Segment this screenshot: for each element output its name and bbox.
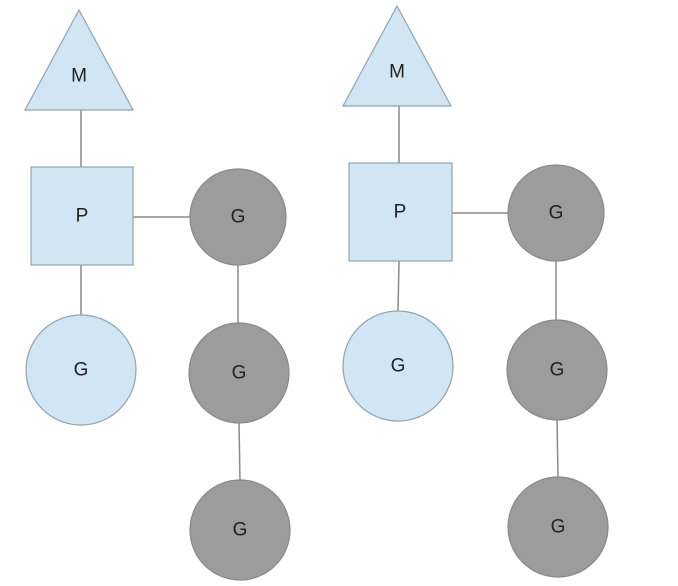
circle-shape xyxy=(342,310,454,422)
circle-shape xyxy=(189,168,287,266)
goroutine-queue: G G G xyxy=(506,164,609,578)
group-left: M P G G G G xyxy=(23,8,291,581)
machine-label: M xyxy=(71,66,87,87)
running-goroutine-node: G xyxy=(25,314,137,426)
goroutine-queue: G G G xyxy=(188,168,291,581)
queued-goroutine-node: G xyxy=(506,319,608,421)
goroutine-label: G xyxy=(74,360,89,381)
queued-goroutine-node: G xyxy=(507,164,605,262)
machine-node: M xyxy=(23,8,135,111)
goroutine-label: G xyxy=(231,207,246,228)
circle-shape xyxy=(507,164,605,262)
edge-p-to-running-g xyxy=(397,260,400,312)
queued-goroutine-node: G xyxy=(189,168,287,266)
running-goroutine-node: G xyxy=(342,310,454,422)
processor-label: P xyxy=(76,206,89,227)
group-right: M P G G G G xyxy=(341,4,609,578)
circle-shape xyxy=(189,479,291,581)
queued-goroutine-node: G xyxy=(507,476,609,578)
machine-node: M xyxy=(341,4,453,107)
square-shape xyxy=(348,162,453,262)
triangle-shape xyxy=(23,8,135,111)
queued-goroutine-node: G xyxy=(188,322,290,424)
processor-node: P xyxy=(30,166,134,266)
circle-shape xyxy=(25,314,137,426)
circle-shape xyxy=(188,322,290,424)
goroutine-label: G xyxy=(550,360,565,381)
circle-shape xyxy=(507,476,609,578)
triangle-shape xyxy=(341,4,453,107)
goroutine-label: G xyxy=(391,356,406,377)
goroutine-label: G xyxy=(232,363,247,384)
goroutine-label: G xyxy=(549,203,564,224)
edge-queue-2-3 xyxy=(556,417,559,479)
processor-node: P xyxy=(348,162,453,262)
goroutine-label: G xyxy=(551,517,566,538)
circle-shape xyxy=(506,319,608,421)
queued-goroutine-node: G xyxy=(189,479,291,581)
goroutine-label: G xyxy=(233,520,248,541)
square-shape xyxy=(30,166,134,266)
processor-label: P xyxy=(394,202,407,223)
machine-label: M xyxy=(389,62,405,83)
edge-queue-2-3 xyxy=(238,420,241,483)
